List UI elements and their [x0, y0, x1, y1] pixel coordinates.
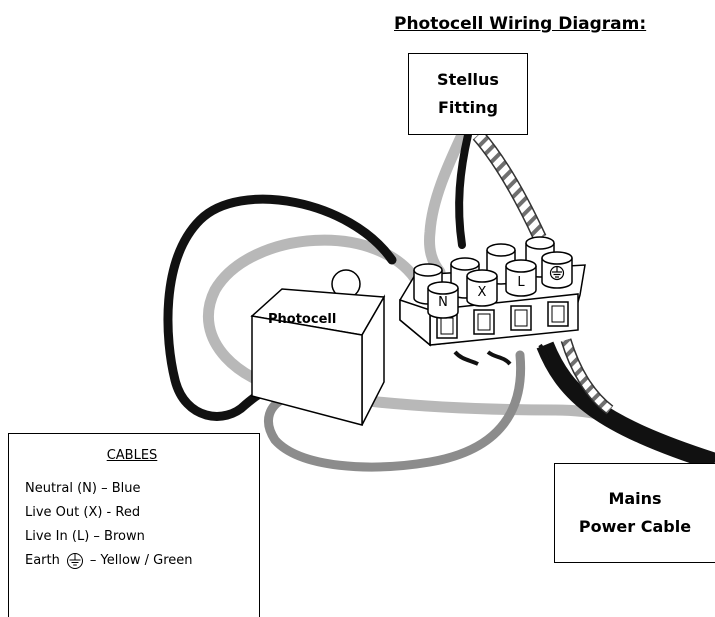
cable-earth-prefix: Earth	[25, 553, 60, 568]
cable-earth: Earth – Yellow / Green	[25, 549, 259, 573]
cable-earth-suffix: – Yellow / Green	[89, 553, 193, 568]
cables-heading: CABLES	[106, 448, 158, 463]
dark-grey-loop-wire	[264, 350, 526, 472]
cable-live-in: Live In (L) – Brown	[25, 529, 145, 544]
stellus-fitting-box: Stellus Fitting	[408, 53, 528, 135]
cables-legend: CABLES Neutral (N) – Blue Live Out (X) -…	[8, 433, 260, 617]
cable-live-out: Live Out (X) - Red	[25, 505, 141, 520]
terminal-l-label: L	[517, 275, 525, 290]
terminal-n-label: N	[438, 295, 448, 310]
diagram-title: Photocell Wiring Diagram:	[394, 14, 647, 34]
black-wire-fitting	[455, 131, 472, 249]
mains-cable	[536, 341, 715, 471]
cable-neutral: Neutral (N) – Blue	[25, 481, 141, 496]
mains-power-box: Mains Power Cable	[554, 463, 715, 563]
terminal-x-label: X	[478, 285, 487, 300]
black-loop-wire	[163, 194, 397, 421]
mains-line1: Mains	[608, 489, 662, 508]
mains-line2: Power Cable	[578, 517, 692, 536]
terminal-earth-icon	[549, 265, 565, 281]
photocell-label: Photocell	[268, 312, 337, 327]
grey-wire-fitting	[424, 129, 468, 278]
terminal-block: N X L	[399, 236, 586, 347]
stellus-fitting-line2: Fitting	[437, 98, 499, 117]
stellus-fitting-line1: Stellus	[437, 70, 499, 89]
earth-symbol-icon	[66, 553, 83, 569]
photocell	[250, 269, 386, 426]
